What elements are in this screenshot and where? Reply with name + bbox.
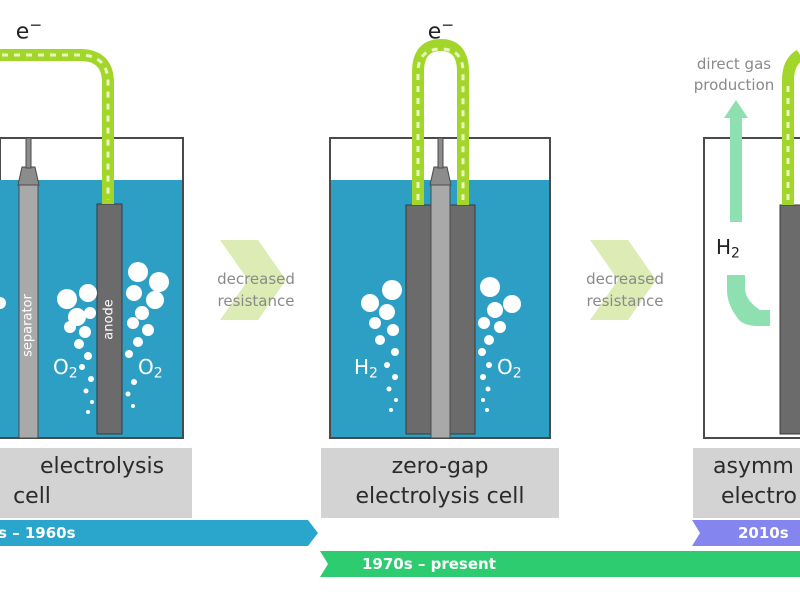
gas-subscript: 2 [731,245,740,262]
cell-3-name-line1: asymm [713,454,794,479]
cell-2-wire [412,38,469,205]
cell-2-name-line2: electrolysis cell [355,484,525,509]
cell-1-anode [96,203,123,435]
anode-label-box: anode [96,299,122,360]
timeline-label-2: 1970s – present [362,555,496,573]
gas-subscript: 2 [512,365,522,382]
cell-2-gas-right-label: O2 [497,355,522,382]
cell-3-electrode [779,204,800,435]
transition-chevron-2 [590,240,656,320]
transition-label-2: decreased resistance [569,268,681,312]
direct-gas-line1: direct gas [696,55,772,73]
direct-gas-label: direct gas production [674,54,794,96]
cell-3-container [703,137,800,439]
timeline-bar-3 [692,520,800,546]
electron-label-2: e− [426,16,456,44]
cell-1-bubbles [0,262,169,414]
cell-2-bubbles [361,277,521,412]
gas-subscript: 2 [369,365,378,382]
transition-label-1: decreased resistance [200,268,312,312]
electron-symbol: e [15,19,30,45]
gas-symbol: O [53,355,69,379]
cell-2-cathode [405,204,432,435]
cell-2-anode [449,204,476,435]
cell-2 [329,38,551,439]
cell-3 [703,49,800,439]
cell-1-gas-right-label: O2 [138,355,163,382]
gas-symbol: O [497,355,513,379]
cell-3-name-box: asymm electro [693,448,800,518]
gas-symbol: O [138,355,154,379]
cell-3-gas-arrow [724,100,770,326]
separator-label: separator [20,294,36,357]
cell-2-separator [429,137,452,439]
timeline-bar-1 [0,520,318,546]
separator-label-box: separator [16,294,40,360]
cell-2-name-box: zero-gap electrolysis cell [321,448,559,518]
cell-2-gas-left-label: H2 [354,355,378,382]
electron-charge: − [441,16,455,34]
cell-1-separator [17,137,40,439]
anode-label: anode [101,299,117,340]
direct-gas-line2: production [693,76,775,94]
transition-label-line2: resistance [217,292,295,310]
electron-charge: − [29,16,43,34]
transition-label-line1: decreased [217,270,295,288]
electron-symbol: e [427,19,442,45]
cell-1-name-line1: electrolysis [39,454,165,479]
gas-subscript: 2 [68,365,78,382]
cell-2-name-line1: zero-gap [391,454,489,479]
cell-3-name-line2: electro [721,484,797,509]
cell-1-gas-left-label: O2 [53,355,78,382]
gas-subscript: 2 [153,365,163,382]
cell-3-gas-label: H2 [716,235,740,262]
cell-1-name-line2: cell [13,484,51,509]
cell-3-wire [782,49,800,205]
cell-1-wire [0,49,114,204]
timeline-label-3: 2010s [738,524,789,542]
electron-label-1: e− [14,16,44,44]
cell-1 [0,49,184,439]
timeline-label-1: s – 1960s [0,524,76,542]
cell-1-name-box: electrolysis cell [0,448,192,518]
gas-symbol: H [354,355,370,379]
gas-symbol: H [716,235,732,259]
transition-label-line1: decreased [586,270,664,288]
transition-label-line2: resistance [586,292,664,310]
timeline-bar-2 [320,551,800,577]
transition-chevron-1 [220,240,286,320]
